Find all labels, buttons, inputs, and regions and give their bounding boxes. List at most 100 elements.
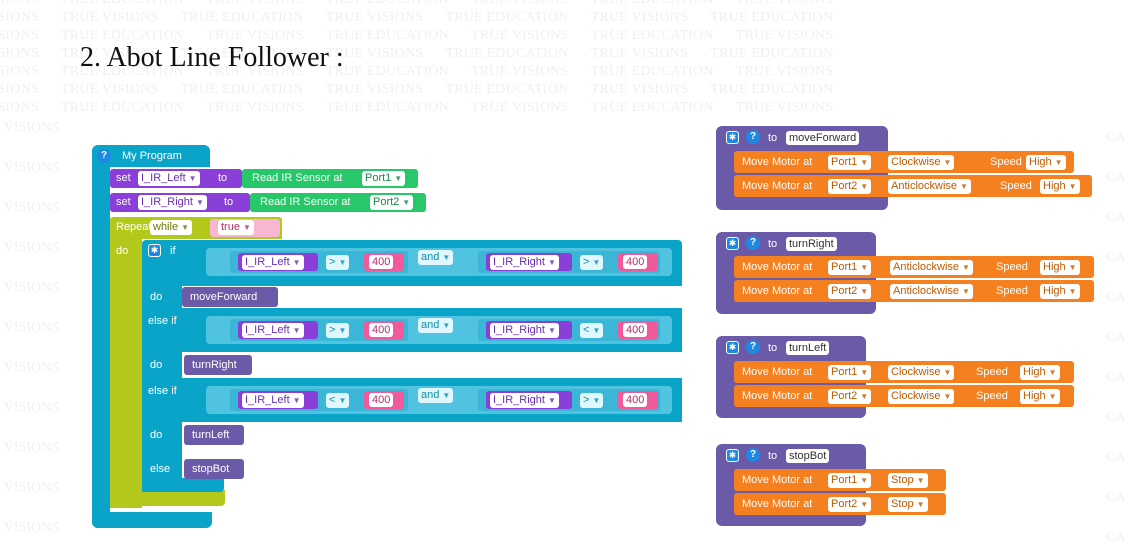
direction-dropdown[interactable]: Anticlockwise▼	[890, 260, 973, 275]
direction-dropdown[interactable]: Anticlockwise▼	[888, 179, 971, 194]
watermark-side: E VISIONS	[0, 280, 60, 295]
settings-icon[interactable]: ✱	[726, 131, 739, 144]
call-turnleft-block[interactable]	[184, 425, 244, 445]
port-dropdown[interactable]: Port1▼	[828, 473, 872, 488]
call-label: turnRight	[192, 359, 237, 371]
call-stopbot-block[interactable]	[184, 459, 244, 479]
settings-icon[interactable]: ✱	[726, 237, 739, 250]
port-dropdown[interactable]: Port1▼	[828, 155, 872, 170]
port-dropdown[interactable]: Port2▼	[828, 497, 872, 512]
move-motor-label: Move Motor at	[742, 261, 813, 273]
function-name-field[interactable]: moveForward	[786, 131, 860, 145]
move-motor-label: Move Motor at	[742, 366, 813, 378]
help-icon[interactable]: ?	[746, 340, 760, 354]
and-dropdown[interactable]: and▼	[418, 250, 454, 265]
else-label: else	[150, 463, 171, 475]
read-sensor-label: Read IR Sensor at	[260, 196, 351, 208]
call-moveforward-block[interactable]	[182, 287, 278, 307]
port-dropdown[interactable]: Port2▼	[828, 284, 872, 299]
watermark-side: E VISIONS	[0, 400, 60, 415]
number-field[interactable]: 400	[623, 255, 648, 269]
and-dropdown[interactable]: and▼	[418, 388, 454, 403]
function-name-field[interactable]: turnLeft	[786, 341, 830, 355]
speed-label: Speed	[976, 390, 1008, 402]
variable-dropdown-left[interactable]: I_IR_Left▼	[242, 323, 304, 338]
number-field[interactable]: 400	[369, 323, 394, 337]
direction-dropdown[interactable]: Stop▼	[888, 473, 928, 488]
speed-dropdown[interactable]: High▼	[1020, 365, 1060, 380]
speed-dropdown[interactable]: High▼	[1020, 389, 1060, 404]
call-label: stopBot	[192, 463, 230, 475]
watermark-side: E VISIONS	[0, 480, 60, 495]
function-name-field[interactable]: turnRight	[786, 237, 837, 251]
else-if-label: else if	[148, 315, 177, 327]
port-dropdown[interactable]: Port1▼	[828, 365, 872, 380]
move-motor-label: Move Motor at	[742, 390, 813, 402]
help-icon[interactable]: ?	[746, 236, 760, 250]
watermark-side: E VISIONS	[0, 120, 60, 135]
variable-dropdown-left[interactable]: I_IR_Left▼	[242, 393, 304, 408]
if-label: if	[170, 245, 176, 257]
operator-dropdown[interactable]: >▼	[580, 255, 604, 270]
move-motor-label: Move Motor at	[742, 498, 813, 510]
number-field[interactable]: 400	[623, 393, 648, 407]
variable-dropdown-right[interactable]: I_IR_Right▼	[490, 255, 559, 270]
variable-dropdown-right[interactable]: I_IR_Right▼	[138, 195, 207, 210]
speed-label: Speed	[1000, 180, 1032, 192]
watermark-row: E VISIONS TRUE EDUCATION TRUE VISIONS TR…	[0, 0, 833, 8]
read-sensor-label: Read IR Sensor at	[252, 172, 343, 184]
watermark-side: CA	[1106, 290, 1124, 305]
settings-icon[interactable]: ✱	[726, 341, 739, 354]
operator-dropdown[interactable]: <▼	[580, 323, 604, 338]
port-dropdown[interactable]: Port2▼	[828, 389, 872, 404]
watermark-row: E VISIONS TRUE VISIONS TRUE EDUCATION TR…	[0, 10, 834, 25]
to-label: to	[768, 132, 778, 144]
program-header[interactable]	[92, 145, 210, 167]
speed-label: Speed	[996, 285, 1028, 297]
speed-label: Speed	[996, 261, 1028, 273]
number-field[interactable]: 400	[369, 393, 394, 407]
watermark-side: CA	[1106, 530, 1124, 545]
speed-dropdown[interactable]: High▼	[1040, 260, 1080, 275]
help-icon[interactable]: ?	[97, 149, 111, 163]
direction-dropdown[interactable]: Clockwise▼	[888, 389, 955, 404]
true-dropdown[interactable]: true▼	[218, 220, 254, 235]
to-label: to	[768, 450, 778, 462]
help-icon[interactable]: ?	[746, 130, 760, 144]
variable-dropdown-left[interactable]: I_IR_Left▼	[138, 171, 200, 186]
port-dropdown[interactable]: Port2▼	[828, 179, 872, 194]
else-if-label: else if	[148, 385, 177, 397]
help-icon[interactable]: ?	[746, 448, 760, 462]
call-turnright-block[interactable]	[184, 355, 252, 375]
operator-dropdown[interactable]: >▼	[326, 255, 350, 270]
variable-dropdown-right[interactable]: I_IR_Right▼	[490, 393, 559, 408]
operator-dropdown[interactable]: >▼	[326, 323, 350, 338]
direction-dropdown[interactable]: Anticlockwise▼	[890, 284, 973, 299]
port-dropdown[interactable]: Port2▼	[370, 195, 414, 210]
speed-dropdown[interactable]: High▼	[1040, 284, 1080, 299]
watermark-side: E VISIONS	[0, 360, 60, 375]
to-label: to	[768, 238, 778, 250]
speed-dropdown[interactable]: High▼	[1040, 179, 1080, 194]
function-name-field[interactable]: stopBot	[786, 449, 830, 463]
do-label: do	[150, 359, 163, 371]
number-field[interactable]: 400	[623, 323, 648, 337]
direction-dropdown[interactable]: Clockwise▼	[888, 155, 955, 170]
do-label: do	[150, 429, 163, 441]
to-label: to	[768, 342, 778, 354]
settings-icon[interactable]: ✱	[726, 449, 739, 462]
direction-dropdown[interactable]: Clockwise▼	[888, 365, 955, 380]
settings-icon[interactable]: ✱	[148, 244, 161, 257]
speed-label: Speed	[990, 156, 1022, 168]
speed-dropdown[interactable]: High▼	[1026, 155, 1066, 170]
variable-dropdown-left[interactable]: I_IR_Left▼	[242, 255, 304, 270]
and-dropdown[interactable]: and▼	[418, 318, 454, 333]
operator-dropdown[interactable]: >▼	[580, 393, 604, 408]
direction-dropdown[interactable]: Stop▼	[888, 497, 928, 512]
number-field[interactable]: 400	[369, 255, 394, 269]
while-dropdown[interactable]: while▼	[150, 220, 192, 235]
operator-dropdown[interactable]: <▼	[326, 393, 350, 408]
port-dropdown[interactable]: Port1▼	[828, 260, 872, 275]
variable-dropdown-right[interactable]: I_IR_Right▼	[490, 323, 559, 338]
port-dropdown[interactable]: Port1▼	[362, 171, 406, 186]
